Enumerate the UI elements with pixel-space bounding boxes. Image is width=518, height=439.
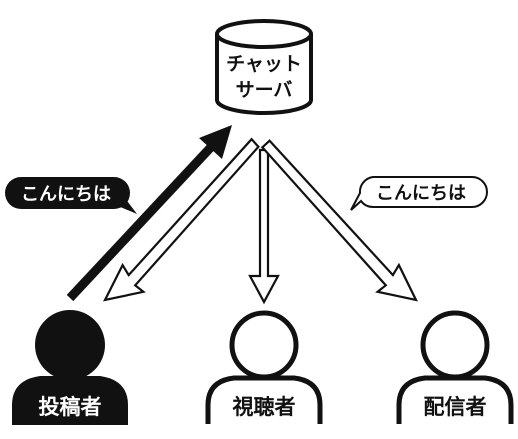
upload-arrow [66, 125, 232, 302]
distribution-arrows [102, 137, 418, 305]
server-label-line1: チャット [226, 53, 302, 75]
received-message-text: こんにちは [376, 183, 466, 204]
server-cylinder-body [215, 34, 313, 115]
viewer-label: 視聴者 [232, 395, 296, 419]
poster-label: 投稿者 [39, 395, 102, 419]
received-message-bubble: こんにちは [350, 176, 488, 211]
distributor-person-icon: 配信者 [396, 310, 514, 424]
server-cylinder-top [215, 19, 313, 49]
arrow-to-poster [102, 137, 260, 302]
poster-person-icon: 投稿者 [12, 310, 128, 425]
chat-server: チャット サーバ [215, 19, 313, 115]
server-label-line2: サーバ [236, 79, 293, 101]
sent-message-bubble: こんにちは [5, 177, 137, 214]
arrow-to-distributor [260, 139, 418, 302]
sent-message-text: こんにちは [21, 184, 111, 205]
viewer-person-icon: 視聴者 [205, 310, 323, 424]
arrow-to-viewer [248, 148, 280, 305]
distributor-label: 配信者 [424, 395, 487, 419]
